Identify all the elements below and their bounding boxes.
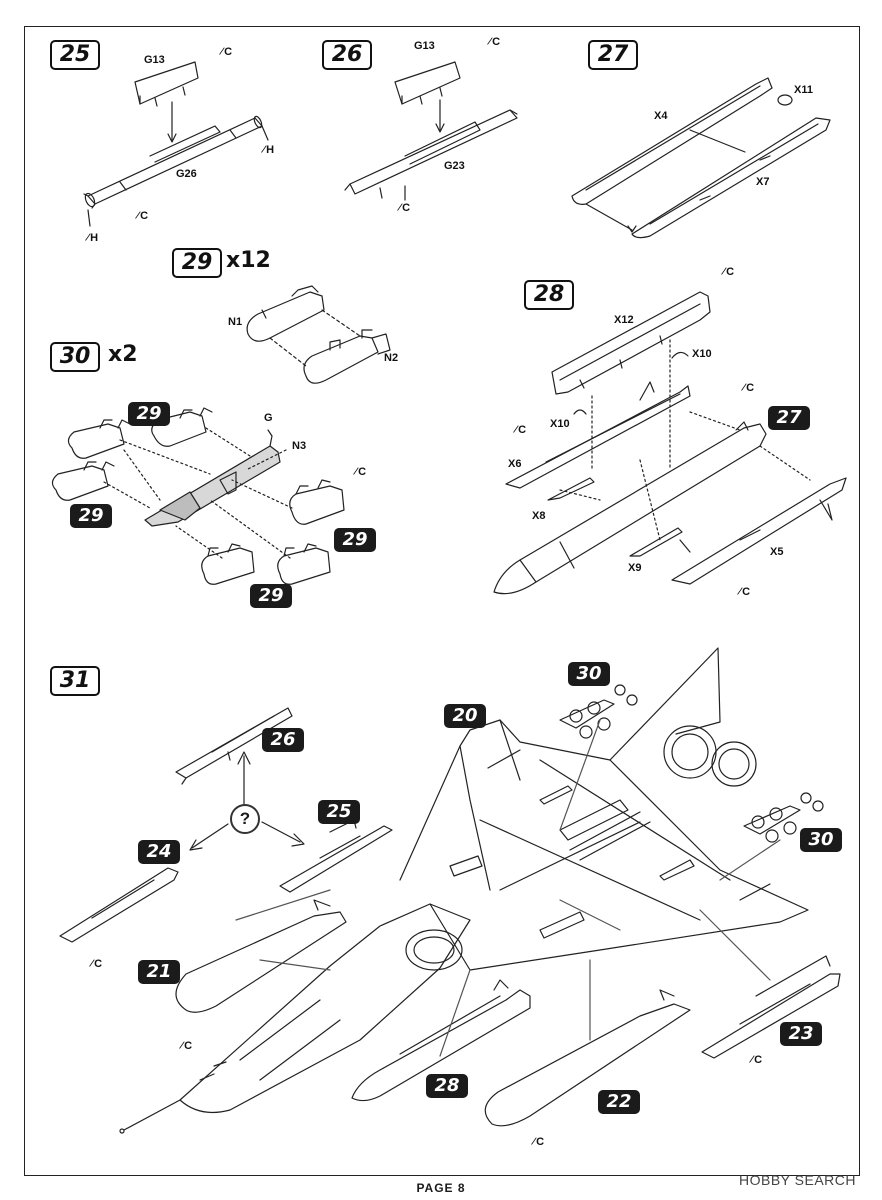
callout-21: 21	[138, 960, 180, 984]
label-n1: N1	[228, 316, 243, 328]
step25-drawing	[83, 61, 269, 227]
glue-mark: /C	[352, 465, 367, 479]
label-x8: X8	[532, 510, 546, 522]
step29-drawing	[246, 285, 391, 384]
step-28-badge: 28	[524, 280, 574, 310]
glue-mark: /C	[720, 265, 735, 279]
label-g23: G23	[444, 160, 465, 172]
callout-30-b: 30	[800, 828, 842, 852]
step26-drawing	[344, 61, 518, 201]
page-frame	[24, 26, 860, 1176]
glue-mark: /C	[748, 1053, 763, 1067]
step-29-multiplier: x12	[226, 248, 271, 273]
callout-29-c: 29	[334, 528, 376, 552]
watermark: HOBBY SEARCH	[739, 1172, 856, 1188]
label-x5: X5	[770, 546, 784, 558]
callout-27-in-step28: 27	[768, 406, 810, 430]
callout-23: 23	[780, 1022, 822, 1046]
step-25-badge: 25	[50, 40, 100, 70]
option-question-mark: ?	[230, 804, 260, 834]
label-x11: X11	[794, 84, 813, 96]
step28-drawing	[493, 291, 847, 595]
label-x10-a: X10	[692, 348, 712, 360]
label-g13-a: G13	[144, 54, 165, 66]
callout-25: 25	[318, 800, 360, 824]
page-number: PAGE 8	[416, 1181, 466, 1195]
label-n2: N2	[384, 352, 399, 364]
label-g-pylon: G	[264, 412, 273, 424]
step-30-badge: 30	[50, 342, 100, 372]
step30-drawing	[51, 407, 345, 585]
glue-mark: /C	[512, 423, 527, 437]
label-g13-b: G13	[414, 40, 435, 52]
label-x12: X12	[614, 314, 634, 326]
label-n3: N3	[292, 440, 307, 452]
step-29-badge: 29	[172, 248, 222, 278]
glue-mark: /C	[218, 45, 233, 59]
callout-30-a: 30	[568, 662, 610, 686]
glue-mark: /C	[178, 1039, 193, 1053]
glue-mark: /C	[736, 585, 751, 599]
step31-drawing	[59, 647, 841, 1134]
label-x9: X9	[628, 562, 642, 574]
step-30-multiplier: x2	[108, 342, 138, 367]
glue-mark: /C	[88, 957, 103, 971]
glue-mark: /C	[134, 209, 149, 223]
callout-29-d: 29	[250, 584, 292, 608]
step-26-badge: 26	[322, 40, 372, 70]
glue-mark: /C	[740, 381, 755, 395]
label-x4: X4	[654, 110, 668, 122]
label-x10-b: X10	[550, 418, 570, 430]
step27-drawing	[571, 77, 831, 239]
callout-28: 28	[426, 1074, 468, 1098]
glue-mark: /H	[260, 143, 275, 157]
callout-24: 24	[138, 840, 180, 864]
step-31-badge: 31	[50, 666, 100, 696]
callout-29-a: 29	[128, 402, 170, 426]
label-x6: X6	[508, 458, 522, 470]
glue-mark: /H	[84, 231, 99, 245]
label-g26: G26	[176, 168, 197, 180]
label-x7: X7	[756, 176, 770, 188]
glue-mark: /C	[530, 1135, 545, 1149]
callout-29-b: 29	[70, 504, 112, 528]
glue-mark: /C	[486, 35, 501, 49]
glue-mark: /C	[396, 201, 411, 215]
step-27-badge: 27	[588, 40, 638, 70]
callout-20: 20	[444, 704, 486, 728]
callout-26: 26	[262, 728, 304, 752]
callout-22: 22	[598, 1090, 640, 1114]
